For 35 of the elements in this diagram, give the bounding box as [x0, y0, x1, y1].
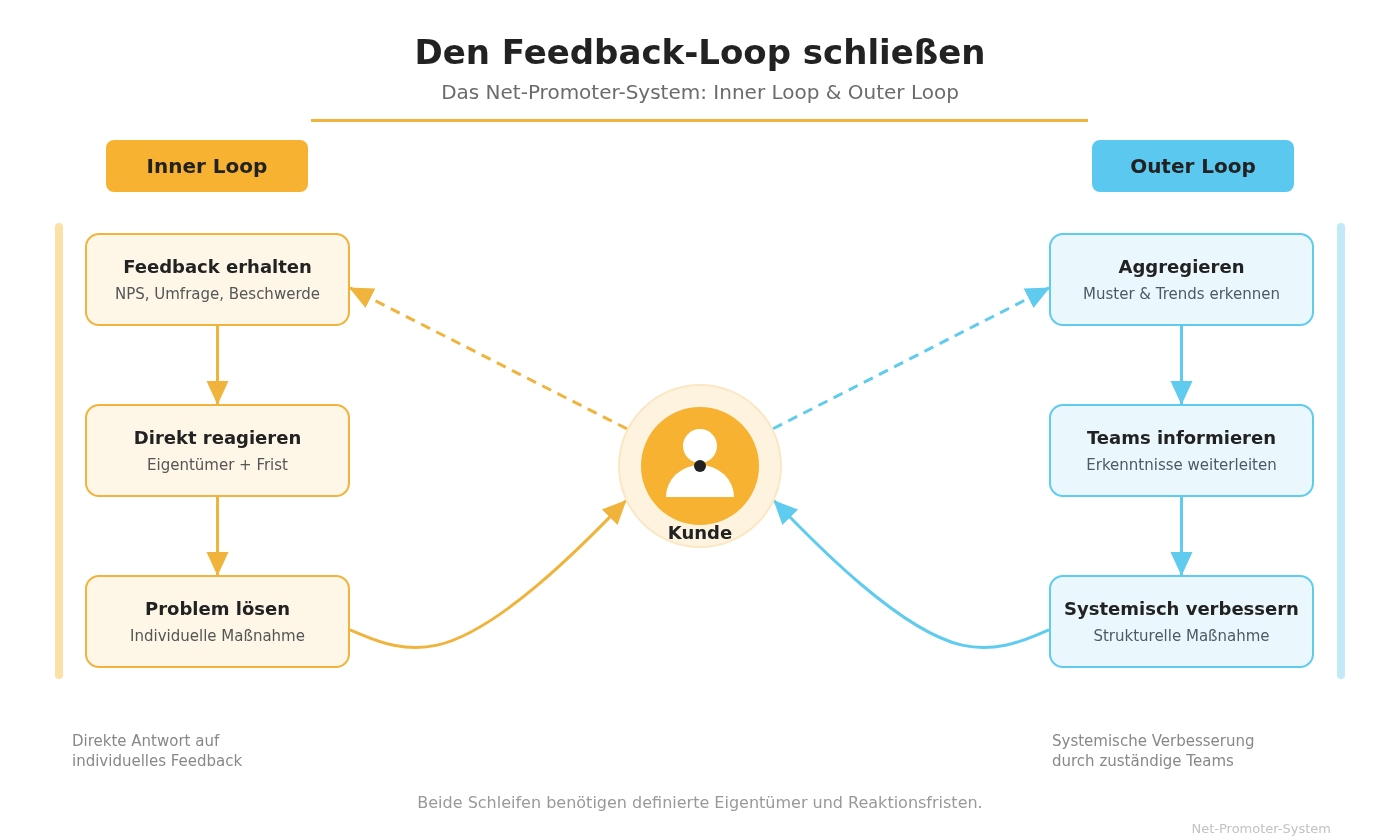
step-title: Direkt reagieren: [133, 426, 302, 449]
side-note: Systemische Verbesserung durch zuständige Teams: [1052, 731, 1256, 771]
footer-text: Net-Promoter-System: [1191, 821, 1331, 837]
step-title: Systemisch verbessern: [1064, 597, 1299, 620]
arrow: [1170, 497, 1193, 576]
step-description: Muster & Trends erkennen: [1083, 284, 1280, 304]
step-title: Aggregieren: [1118, 255, 1245, 278]
dashed-arrow: [772, 286, 1050, 431]
dashed-arrow: [349, 286, 628, 431]
step-description: Individuelle Maßnahme: [130, 626, 305, 646]
step-description: Eigentümer + Frist: [147, 455, 288, 475]
process-box: [85, 233, 350, 326]
diagram-title: Den Feedback-Loop schließen: [414, 31, 986, 74]
step-description: Strukturelle Maßnahme: [1093, 626, 1270, 646]
arrow: [206, 497, 229, 576]
side-note: Direkte Antwort auf individuelles Feedback: [72, 731, 244, 771]
step-title: Problem lösen: [145, 597, 290, 620]
arrow: [206, 326, 229, 405]
process-box: [1049, 233, 1314, 326]
step-title: Feedback erhalten: [123, 255, 312, 278]
process-box: [1049, 404, 1314, 497]
loop-header: Inner Loop: [106, 140, 308, 192]
step-description: NPS, Umfrage, Beschwerde: [114, 284, 321, 304]
process-box: [1049, 575, 1314, 668]
step-title: Teams informieren: [1086, 426, 1277, 449]
curved-arrow: [773, 499, 1050, 649]
curved-arrow: [349, 499, 627, 649]
step-description: Erkenntnisse weiterleiten: [1086, 455, 1277, 475]
arrow: [1170, 326, 1193, 405]
loop-header: Outer Loop: [1092, 140, 1294, 192]
footnote: Beide Schleifen benötigen definierte Eigentümer und Reaktionsfristen.: [417, 792, 983, 814]
subtitle: Das Net-Promoter-System: Inner Loop & Outer Loop: [441, 80, 959, 104]
node-label: Kunde: [667, 522, 733, 544]
process-box: [85, 404, 350, 497]
process-box: [85, 575, 350, 668]
